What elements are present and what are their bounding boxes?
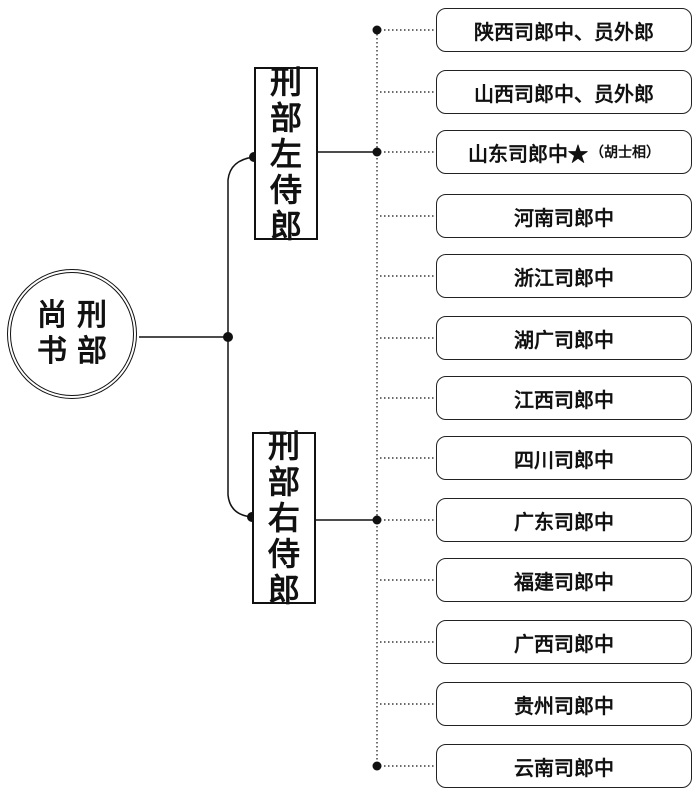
- branch-dot: [372, 761, 382, 771]
- branch-dot: [372, 25, 382, 35]
- minister-title-char: 刑: [77, 298, 107, 333]
- office-node: 江西司郎中: [436, 376, 692, 420]
- vice-title-char: 右: [267, 499, 300, 537]
- vice-title-char: 刑: [269, 62, 302, 101]
- office-node: 湖广司郎中: [436, 316, 692, 360]
- right-vice-minister-node: 刑部右侍郎: [252, 428, 316, 608]
- branch-dot: [372, 515, 382, 525]
- vice-title-char: 侍: [269, 170, 302, 209]
- office-node: 四川司郎中: [436, 436, 692, 480]
- office-note: （胡士相）: [590, 145, 660, 161]
- office-node: 贵州司郎中: [436, 682, 692, 726]
- office-label: 浙江司郎中: [514, 265, 614, 290]
- junction-dot: [223, 332, 233, 342]
- branch-dot: [372, 147, 382, 157]
- office-label: 山西司郎中、员外郎: [474, 81, 654, 106]
- office-node: 山西司郎中、员外郎: [436, 70, 692, 114]
- minister-node: 刑部 尚书: [7, 269, 137, 399]
- office-label: 广东司郎中: [514, 509, 614, 534]
- minister-title-char: 尚: [37, 298, 67, 333]
- office-label: 四川司郎中: [514, 447, 614, 472]
- office-label: 广西司郎中: [514, 631, 614, 656]
- vice-title-char: 刑: [267, 427, 300, 465]
- office-label: 陕西司郎中、员外郎: [474, 19, 654, 44]
- office-label: 福建司郎中: [514, 569, 614, 594]
- minister-title-char: 部: [77, 334, 107, 369]
- office-node: 广东司郎中: [436, 498, 692, 542]
- minister-col-left: 尚书: [37, 298, 67, 370]
- office-node: 陕西司郎中、员外郎: [436, 8, 692, 52]
- office-node: 山东司郎中★（胡士相）: [436, 130, 692, 174]
- office-node: 浙江司郎中: [436, 254, 692, 298]
- vice-title-char: 部: [267, 463, 300, 501]
- minister-col-right: 刑部: [77, 298, 107, 370]
- office-node: 云南司郎中: [436, 744, 692, 788]
- office-label: 山东司郎中★: [468, 141, 588, 166]
- office-node: 河南司郎中: [436, 194, 692, 238]
- office-node: 广西司郎中: [436, 620, 692, 664]
- left-vice-minister-node: 刑部左侍郎: [254, 62, 318, 244]
- office-label: 湖广司郎中: [514, 327, 614, 352]
- office-label: 云南司郎中: [514, 755, 614, 780]
- office-node: 福建司郎中: [436, 558, 692, 602]
- vice-title-char: 郎: [269, 206, 302, 245]
- minister-title-char: 书: [37, 334, 67, 369]
- vice-title-char: 郎: [267, 571, 300, 609]
- vice-title-char: 左: [269, 134, 302, 173]
- office-label: 河南司郎中: [514, 205, 614, 230]
- vice-title-char: 部: [269, 98, 302, 137]
- vice-title-char: 侍: [267, 535, 300, 573]
- office-label: 江西司郎中: [514, 387, 614, 412]
- office-label: 贵州司郎中: [514, 693, 614, 718]
